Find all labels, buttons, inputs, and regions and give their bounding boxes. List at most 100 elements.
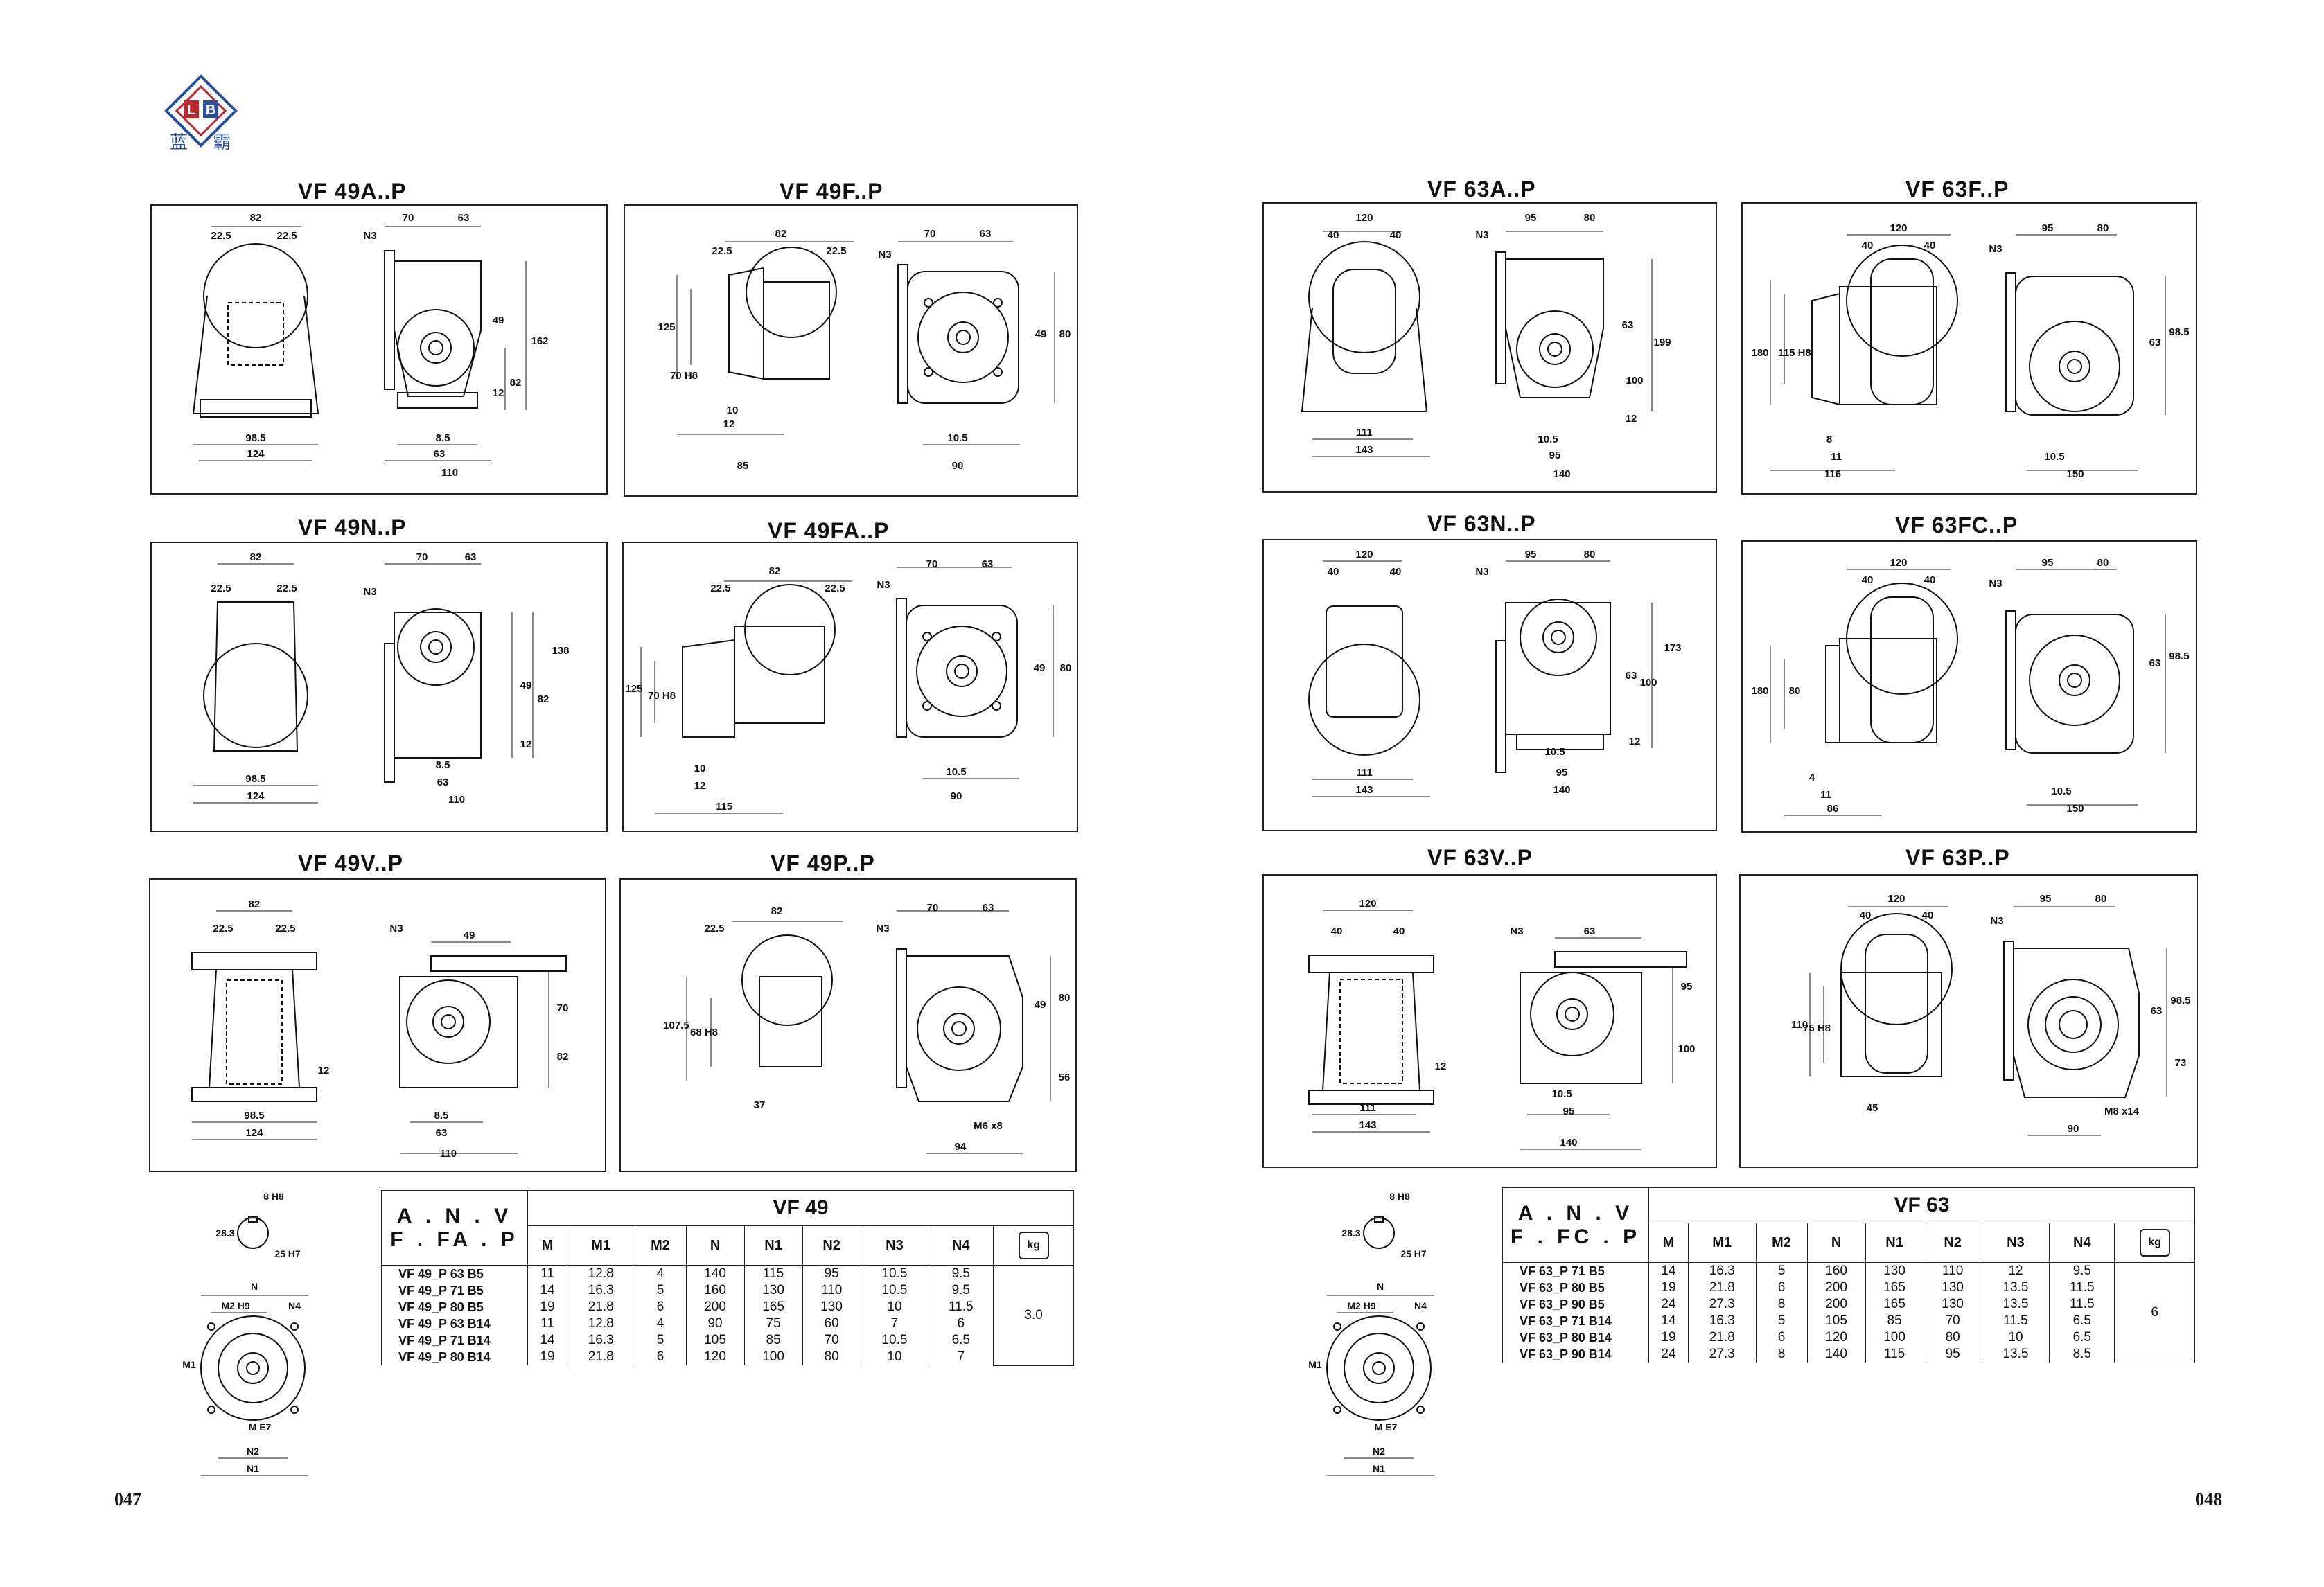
- dim-label: 70 H8: [670, 370, 698, 382]
- n4-label: N4: [1414, 1300, 1427, 1311]
- dim-label: 63: [1622, 319, 1634, 331]
- dim-label: 22.5: [211, 583, 231, 594]
- column-header: N: [1806, 1223, 1866, 1263]
- table-cell: 19: [527, 1299, 567, 1315]
- table-cell: 80: [802, 1349, 861, 1365]
- dim-label: 70: [927, 902, 939, 914]
- table-cell: 60: [802, 1315, 861, 1332]
- dim-label: 80: [1059, 328, 1071, 340]
- table-cell: 24: [1648, 1346, 1689, 1363]
- row-name: VF 49_P 80 B5: [381, 1299, 528, 1315]
- table-cell: 13.5: [1981, 1296, 2050, 1313]
- table-cell: 95: [1923, 1346, 1982, 1363]
- table-cell: 14: [527, 1332, 567, 1349]
- row-name: VF 63_P 90 B5: [1502, 1296, 1649, 1313]
- dim-label: 40: [1924, 574, 1936, 586]
- table-cell: 11.5: [2049, 1279, 2115, 1296]
- n4-label: N4: [288, 1300, 301, 1311]
- dim-label: 125: [658, 321, 675, 333]
- dim-label: 95: [2040, 893, 2052, 905]
- dim-label: 22.5: [213, 923, 233, 934]
- dim-label: 49: [1035, 328, 1047, 340]
- dim-label: 22.5: [276, 230, 297, 242]
- dim-label: 12: [694, 780, 706, 792]
- table-cell: 8.5: [2049, 1346, 2115, 1363]
- dim-label: 150: [2066, 468, 2084, 480]
- dim-label: N3: [1510, 925, 1523, 937]
- table-cell: 200: [1806, 1279, 1866, 1296]
- dim-label: 63: [465, 551, 477, 563]
- table-cell: 6: [928, 1315, 994, 1332]
- dim-label: 95: [1563, 1106, 1575, 1117]
- row-name: VF 49_P 71 B5: [381, 1282, 528, 1299]
- dim-label: 80: [1060, 662, 1072, 674]
- dim-label: 116: [1824, 468, 1841, 480]
- table-cell: 12: [1981, 1262, 2050, 1279]
- table-cell: 115: [743, 1265, 803, 1282]
- dim-label: 10.5: [947, 432, 967, 444]
- dim-label: 111: [1356, 767, 1372, 779]
- weight-column: kg: [993, 1225, 1074, 1266]
- row-name: VF 63_P 71 B5: [1502, 1262, 1649, 1279]
- dim-label: 143: [1355, 784, 1373, 796]
- column-header: N3: [1981, 1223, 2050, 1263]
- dim-label: 107.5: [663, 1020, 689, 1031]
- dim-label: 40: [1862, 574, 1874, 586]
- table-cell: 140: [1806, 1346, 1866, 1363]
- table-cell: 70: [802, 1332, 861, 1349]
- dim-label: 10.5: [946, 766, 966, 778]
- table-cell: 9.5: [928, 1265, 994, 1282]
- svg-text:L: L: [187, 103, 195, 118]
- dim-label: 95: [1525, 212, 1537, 224]
- table-cell: 115: [1865, 1346, 1924, 1363]
- row-name: VF 49_P 80 B14: [381, 1349, 528, 1365]
- dim-label: 49: [1034, 662, 1046, 674]
- table-cell: 200: [1806, 1296, 1866, 1313]
- n1-label: N1: [247, 1463, 259, 1474]
- dim-label: 98.5: [2169, 326, 2189, 338]
- dim-label: 98.5: [245, 773, 265, 785]
- dim-label: 95: [2042, 557, 2054, 569]
- dim-label: 10: [727, 405, 739, 416]
- dim-label: 70: [924, 228, 936, 240]
- dim-label: 90: [951, 790, 962, 802]
- column-header: N3: [860, 1225, 929, 1266]
- table-cell: 6.5: [2049, 1329, 2115, 1346]
- m2-label: M2 H9: [1347, 1300, 1375, 1311]
- shaft-drawing: 8 H8 28.3 25 H7 N M2 H9 N4 M1 M E7 N2 N1: [1308, 1191, 1434, 1476]
- table-cell: 16.3: [566, 1282, 635, 1299]
- dim-label: 199: [1653, 337, 1671, 348]
- table-cell: 95: [802, 1265, 861, 1282]
- dim-label: 63: [1626, 670, 1637, 682]
- dim-label: 82: [538, 693, 549, 705]
- dim-label: 120: [1359, 898, 1376, 910]
- key-label: 8 H8: [263, 1191, 284, 1202]
- table-cell: 12.8: [566, 1315, 635, 1332]
- page-number: 048: [2195, 1489, 2222, 1509]
- dim-label: 40: [1860, 910, 1872, 921]
- dim-label: 110: [441, 467, 458, 479]
- shaft-drawing: 8 H8 28.3 25 H7 N M2 H9 N4 M1 M E7 N2 N1: [182, 1191, 308, 1476]
- dim-label: 63: [1584, 925, 1596, 937]
- table-cell: 24: [1648, 1296, 1689, 1313]
- weight-column: kg: [2114, 1223, 2195, 1263]
- dim-label: 70: [557, 1002, 569, 1014]
- row-name: VF 63_P 90 B14: [1502, 1346, 1649, 1363]
- table-cell: 21.8: [566, 1299, 635, 1315]
- m-label: M E7: [249, 1421, 272, 1433]
- table-cell: 120: [685, 1349, 745, 1365]
- dim-label: 115: [716, 801, 732, 813]
- dim-label: 22.5: [704, 923, 724, 934]
- dim-label: 63: [434, 448, 446, 460]
- drawing-panel: 22.5 82 22.5 N3 70 63 49 80 125 70 H8 10…: [624, 204, 1078, 497]
- table-cell: 9.5: [2049, 1262, 2115, 1279]
- dim-label: N3: [389, 923, 403, 934]
- dim-label: 12: [1629, 736, 1641, 747]
- brand-logo: L B: [164, 74, 238, 148]
- table-cell: 85: [743, 1332, 803, 1349]
- row-name: VF 63_P 71 B14: [1502, 1313, 1649, 1329]
